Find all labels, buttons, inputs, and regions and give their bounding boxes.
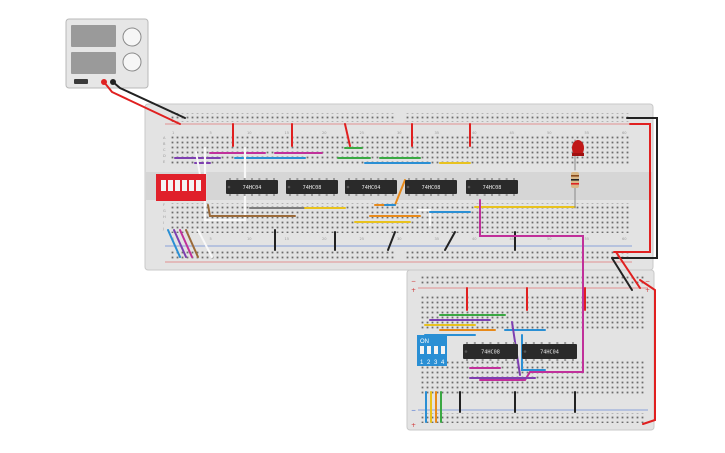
dip-switch-red[interactable] xyxy=(156,174,206,201)
wires[interactable] xyxy=(103,81,658,425)
current-knob[interactable] xyxy=(122,52,142,72)
row-letter: H xyxy=(163,215,166,219)
rail-sign-minus-bottom: − xyxy=(411,407,416,414)
chip-3-74hc08-label: 74HC08 xyxy=(422,185,441,191)
chip-3-74hc08[interactable]: 74HC08 xyxy=(405,178,457,196)
chip-1-74hc08[interactable]: 74HC08 xyxy=(286,178,338,196)
main-breadboard xyxy=(144,103,654,271)
small-board-wires[interactable] xyxy=(424,287,586,423)
col-number: 45 xyxy=(510,237,515,241)
col-number: 5 xyxy=(210,131,212,135)
power-switch[interactable] xyxy=(74,79,88,84)
col-number: 40 xyxy=(472,131,477,135)
wire-supply-positive xyxy=(103,81,181,125)
chip-0-74hc04-label: 74HC04 xyxy=(243,185,262,191)
display-voltage xyxy=(71,25,116,47)
row-letter: F xyxy=(163,203,165,207)
dip-on-label: ON xyxy=(420,339,429,345)
small-chip-0-74hc08-label: 74HC08 xyxy=(481,350,500,356)
power-supply[interactable] xyxy=(65,18,149,89)
col-number: 10 xyxy=(247,237,252,241)
row-letter: E xyxy=(163,160,166,164)
row-letter: G xyxy=(163,209,166,213)
col-number: 15 xyxy=(285,237,290,241)
chip-0-74hc04[interactable]: 74HC04 xyxy=(226,178,278,196)
chip-2-74hc04[interactable]: 74HC04 xyxy=(345,178,397,196)
col-number: 10 xyxy=(247,131,252,135)
dip-num-1: 1 xyxy=(420,360,424,366)
row-letter: I xyxy=(163,221,164,225)
rail-sign-minus-top-right: − xyxy=(645,278,650,285)
dip-num-4: 4 xyxy=(441,360,445,366)
col-number: 1 xyxy=(172,237,174,241)
chip-4-74hc08-label: 74HC08 xyxy=(483,185,502,191)
col-number: 30 xyxy=(397,131,402,135)
row-letter: B xyxy=(163,142,166,146)
voltage-knob[interactable] xyxy=(122,27,142,47)
chip-1-74hc08-label: 74HC08 xyxy=(303,185,322,191)
dip-num-3: 3 xyxy=(434,360,438,366)
col-number: 35 xyxy=(435,237,440,241)
rail-sign-plus-top-right: + xyxy=(645,287,650,294)
col-number: 30 xyxy=(397,237,402,241)
small-chip-1-74hc04-label: 74HC04 xyxy=(540,350,559,356)
col-number: 35 xyxy=(435,131,440,135)
col-number: 5 xyxy=(210,237,212,241)
col-number: 55 xyxy=(585,237,590,241)
wire-supply-negative xyxy=(112,81,186,119)
resistor[interactable] xyxy=(571,172,579,188)
dip-num-2: 2 xyxy=(427,360,431,366)
col-number: 55 xyxy=(585,131,590,135)
row-letter: D xyxy=(163,154,166,158)
row-letter: A xyxy=(163,136,166,140)
col-number: 25 xyxy=(360,131,365,135)
row-letter: C xyxy=(163,148,166,152)
col-number: 45 xyxy=(510,131,515,135)
dip-switch-blue[interactable]: ON 1 2 3 4 xyxy=(417,335,447,366)
led-red[interactable] xyxy=(572,140,584,156)
rail-sign-plus-top: + xyxy=(411,287,416,294)
col-number: 60 xyxy=(622,237,627,241)
chip-2-74hc04-label: 74HC04 xyxy=(362,185,381,191)
col-number: 50 xyxy=(547,237,552,241)
rail-sign-minus-top: − xyxy=(411,278,416,285)
col-number: 25 xyxy=(360,237,365,241)
display-current xyxy=(71,52,116,74)
main-chips[interactable]: 74HC04 74HC08 74HC04 74HC08 74HC08 xyxy=(226,178,518,196)
col-number: 15 xyxy=(285,131,290,135)
col-number: 40 xyxy=(472,237,477,241)
col-number: 20 xyxy=(322,237,327,241)
small-chip-1-74hc04[interactable]: 74HC04 xyxy=(522,342,577,361)
chip-4-74hc08[interactable]: 74HC08 xyxy=(466,178,518,196)
small-chips[interactable]: 74HC08 74HC04 xyxy=(463,342,577,361)
small-chip-0-74hc08[interactable]: 74HC08 xyxy=(463,342,518,361)
col-number: 1 xyxy=(172,131,174,135)
col-number: 50 xyxy=(547,131,552,135)
col-number: 20 xyxy=(322,131,327,135)
column-numbers: 1155101015152020252530303535404045455050… xyxy=(162,131,627,241)
rail-sign-plus-bottom: + xyxy=(411,422,416,429)
row-letter: J xyxy=(162,227,164,231)
col-number: 60 xyxy=(622,131,627,135)
